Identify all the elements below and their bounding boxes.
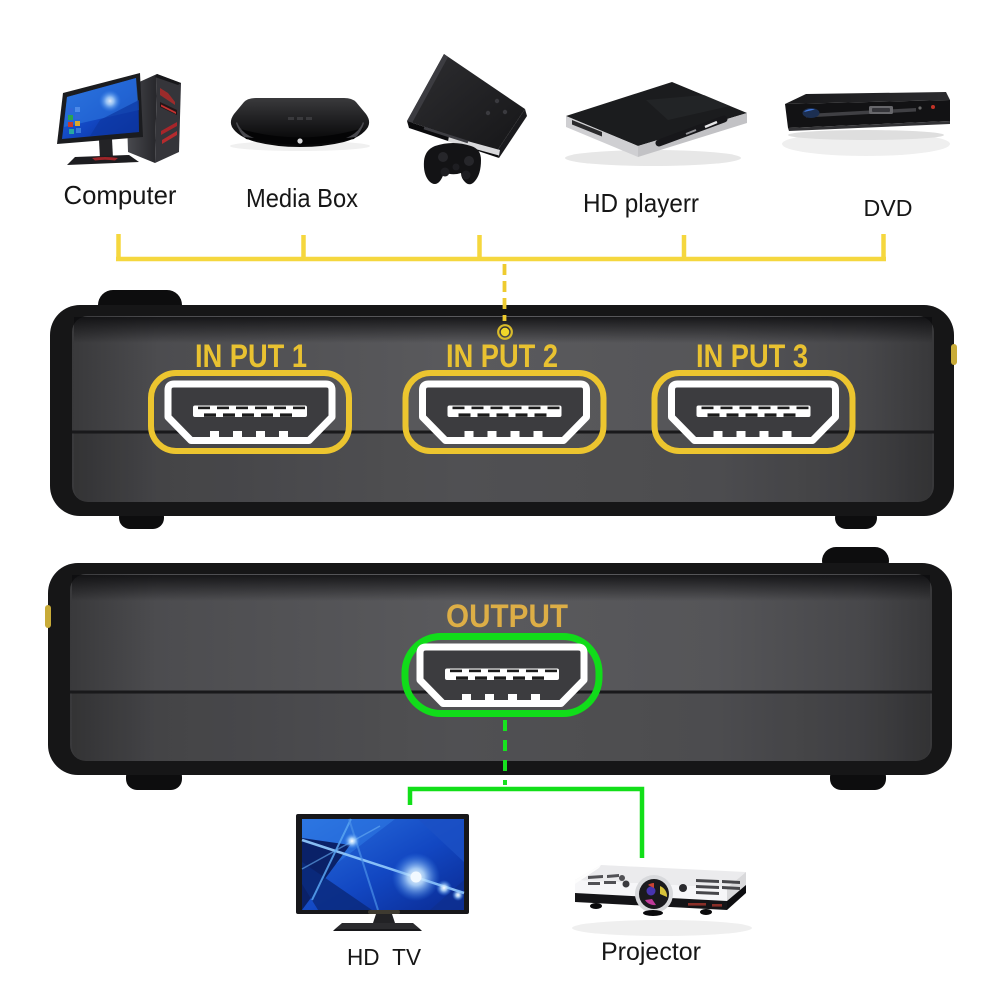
svg-text:IN PUT 3: IN PUT 3: [696, 338, 808, 374]
svg-text:IN PUT 2: IN PUT 2: [446, 338, 558, 374]
svg-text:DVD: DVD: [864, 195, 913, 221]
svg-text:Media Box: Media Box: [246, 183, 358, 213]
svg-text:IN PUT 1: IN PUT 1: [195, 338, 307, 374]
svg-text:Computer: Computer: [64, 180, 177, 210]
svg-text:OUTPUT: OUTPUT: [446, 598, 568, 634]
svg-text:HD playerr: HD playerr: [583, 188, 699, 218]
svg-text:HD TV: HD TV: [347, 944, 422, 970]
svg-text:Projector: Projector: [601, 938, 701, 966]
